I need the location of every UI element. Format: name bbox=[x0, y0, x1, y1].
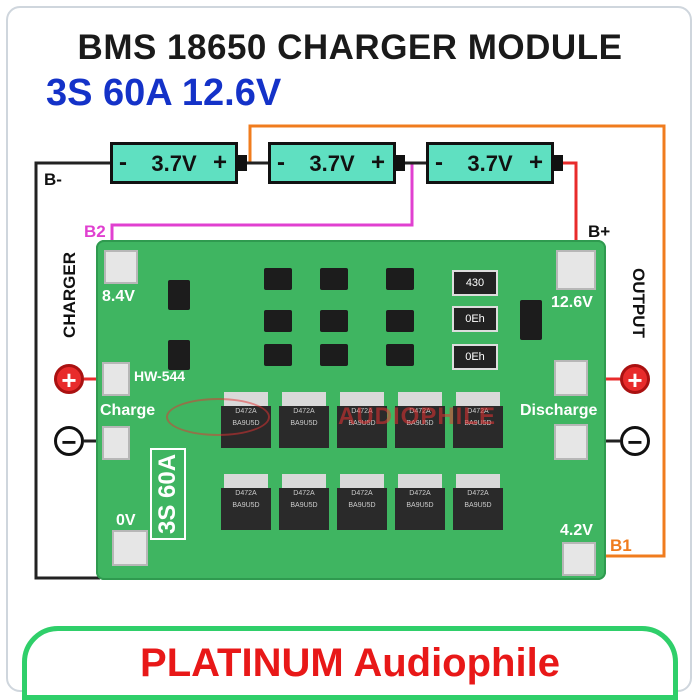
label-model: HW-544 bbox=[134, 368, 186, 384]
bms-pcb-board: 8.4V 12.6V HW-544 Charge Discharge 3S 60… bbox=[96, 240, 606, 580]
mosfet: D472A BA9U5D bbox=[395, 406, 445, 448]
diode bbox=[520, 300, 542, 340]
battery-terminal bbox=[554, 155, 563, 171]
ic-chip bbox=[386, 310, 414, 332]
ic-chip bbox=[264, 344, 292, 366]
footer-banner: PLATINUM Audiophile bbox=[22, 626, 678, 700]
label-b-plus: B+ bbox=[588, 222, 611, 241]
mosfet-tab bbox=[282, 392, 326, 406]
mosfet-tab bbox=[340, 392, 384, 406]
label-charge: Charge bbox=[100, 402, 156, 419]
pad-output-plus bbox=[554, 360, 588, 396]
mosfet: D472A BA9U5D bbox=[221, 488, 271, 530]
battery-minus-label: - bbox=[277, 149, 285, 176]
label-b-minus: B- bbox=[44, 170, 62, 189]
ic-chip bbox=[320, 310, 348, 332]
mosfet-tab bbox=[340, 474, 384, 488]
output-plus-icon: + bbox=[620, 364, 650, 394]
mosfet-tab bbox=[398, 474, 442, 488]
pad-charge-plus bbox=[102, 362, 130, 396]
battery-terminal bbox=[396, 155, 405, 171]
mosfet-tab bbox=[224, 474, 268, 488]
ic-chip bbox=[264, 268, 292, 290]
ic-chip bbox=[386, 268, 414, 290]
ic-chip bbox=[264, 310, 292, 332]
mosfet-tab bbox=[398, 392, 442, 406]
mosfet: D472A BA9U5D bbox=[337, 406, 387, 448]
battery-minus-label: - bbox=[119, 149, 127, 176]
label-b2: B2 bbox=[84, 222, 106, 241]
label-12-6v: 12.6V bbox=[551, 294, 593, 311]
battery-voltage: 3.7V bbox=[151, 151, 197, 176]
battery-plus-label: + bbox=[370, 149, 385, 176]
ic-chip bbox=[320, 344, 348, 366]
label-charger: CHARGER bbox=[60, 252, 79, 338]
shunt-resistor: 0Eh bbox=[452, 344, 498, 370]
label-8-4v: 8.4V bbox=[102, 288, 135, 305]
pad-0v bbox=[112, 530, 148, 566]
pad-b1 bbox=[562, 542, 596, 576]
shunt-resistor: 0Eh bbox=[452, 306, 498, 332]
label-discharge: Discharge bbox=[520, 402, 598, 419]
charger-plus-icon: + bbox=[54, 364, 84, 394]
output-minus-icon: − bbox=[620, 426, 650, 456]
battery-minus-label: - bbox=[435, 149, 443, 176]
mosfet-tab bbox=[456, 474, 500, 488]
pad-charge-minus bbox=[102, 426, 130, 460]
label-0v: 0V bbox=[116, 512, 136, 529]
watermark-text: AUDIOPHILE bbox=[338, 403, 497, 430]
ic-chip bbox=[168, 280, 190, 310]
label-4-2v: 4.2V bbox=[560, 522, 593, 539]
battery-terminal bbox=[238, 155, 247, 171]
mosfet: D472A BA9U5D bbox=[279, 488, 329, 530]
mosfet-tab bbox=[282, 474, 326, 488]
mosfet-tab bbox=[456, 392, 500, 406]
battery-cell-1: - 3.7V + bbox=[110, 142, 247, 184]
mosfet: D472A BA9U5D bbox=[453, 406, 503, 448]
pad-b-plus bbox=[556, 250, 596, 290]
footer-brand: PLATINUM Audiophile bbox=[140, 641, 560, 685]
battery-cell-2: - 3.7V + bbox=[268, 142, 405, 184]
battery-voltage: 3.7V bbox=[467, 151, 513, 176]
battery-cell-3: - 3.7V + bbox=[426, 142, 563, 184]
charger-minus-icon: − bbox=[54, 426, 84, 456]
ic-chip bbox=[168, 340, 190, 370]
shunt-resistor: 430 bbox=[452, 270, 498, 296]
mosfet: D472A BA9U5D bbox=[337, 488, 387, 530]
wire-b1 bbox=[248, 124, 666, 558]
pad-b2 bbox=[104, 250, 138, 284]
mosfet: D472A BA9U5D bbox=[279, 406, 329, 448]
mosfet: D472A BA9U5D bbox=[395, 488, 445, 530]
wire-b-minus bbox=[34, 161, 110, 580]
label-rating: 3S 60A bbox=[150, 447, 186, 540]
mosfet: D472A BA9U5D bbox=[453, 488, 503, 530]
battery-plus-label: + bbox=[528, 149, 543, 176]
page-subtitle: 3S 60A 12.6V bbox=[46, 72, 282, 114]
watermark-logo bbox=[166, 398, 270, 436]
page-title: BMS 18650 CHARGER MODULE bbox=[77, 28, 623, 67]
label-b1: B1 bbox=[610, 536, 632, 555]
label-output: OUTPUT bbox=[629, 268, 648, 338]
pad-output-minus bbox=[554, 424, 588, 460]
battery-voltage: 3.7V bbox=[309, 151, 355, 176]
ic-chip bbox=[386, 344, 414, 366]
ic-chip bbox=[320, 268, 348, 290]
battery-plus-label: + bbox=[212, 149, 227, 176]
